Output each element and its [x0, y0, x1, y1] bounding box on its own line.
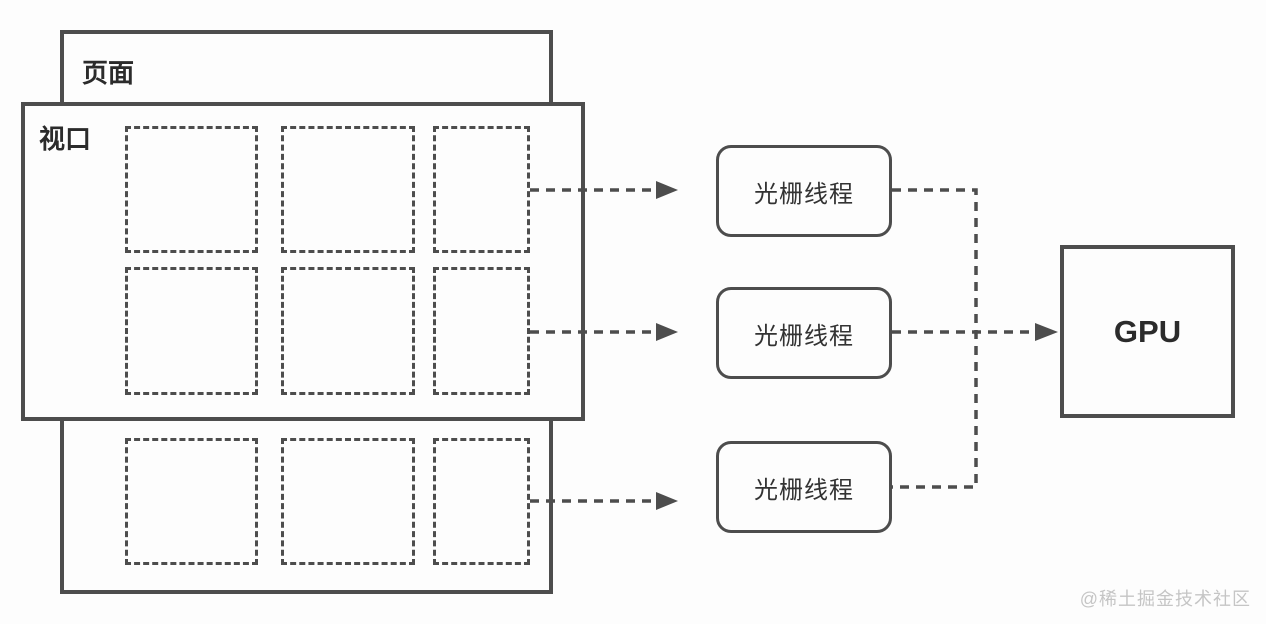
raster-bus-connector [890, 188, 978, 489]
watermark: @稀土掘金技术社区 [1079, 589, 1251, 609]
tile-r2-c1 [125, 267, 258, 395]
tile-r3-c1 [125, 438, 258, 565]
tile-r2-c3 [433, 267, 530, 395]
tile-r3-c2 [281, 438, 415, 565]
tile-r1-c2 [281, 126, 415, 253]
raster-thread-box-3: 光栅线程 [716, 441, 892, 533]
viewport-box [21, 102, 585, 421]
arrowhead-row2-icon [656, 323, 678, 341]
page-label: 页面 [82, 58, 135, 88]
arrowhead-gpu-icon [1035, 323, 1058, 341]
raster-thread-box-1: 光栅线程 [716, 145, 892, 237]
tile-r1-c1 [125, 126, 258, 253]
tile-r2-c2 [281, 267, 415, 395]
viewport-label: 视口 [39, 124, 92, 154]
arrowhead-row1-icon [656, 181, 678, 199]
gpu-box: GPU [1060, 245, 1235, 418]
raster-thread-box-2: 光栅线程 [716, 287, 892, 379]
raster-thread-label-3: 光栅线程 [754, 476, 854, 504]
raster-thread-label-2: 光栅线程 [754, 322, 854, 350]
gpu-label: GPU [1113, 313, 1182, 349]
raster-thread-label-1: 光栅线程 [754, 180, 854, 208]
tile-r1-c3 [433, 126, 530, 253]
arrowhead-row3-icon [656, 492, 678, 510]
tile-r3-c3 [433, 438, 530, 565]
